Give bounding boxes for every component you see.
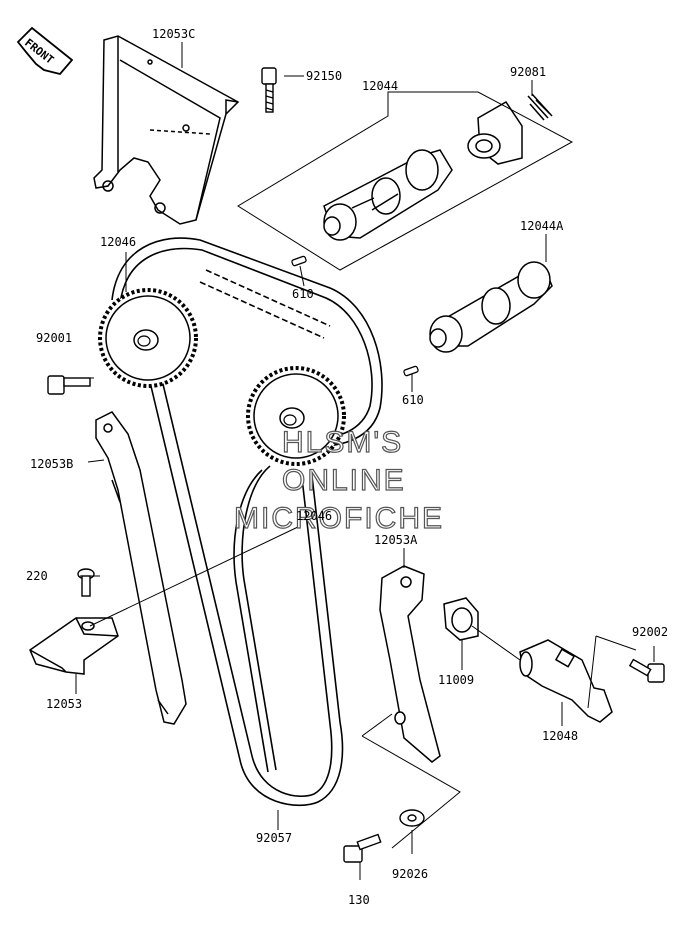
gasket-11009 — [443, 597, 479, 641]
leader-lines — [75, 42, 655, 880]
part-labels: 12053C 92150 12044 92081 12046 12044A 92… — [26, 27, 668, 907]
bolt-92001-icon — [47, 375, 91, 395]
bracket-12053c — [93, 35, 240, 225]
watermark: HLSM'S ONLINE MICROFICHE — [233, 425, 444, 535]
label-12046-upper: 12046 — [100, 235, 136, 249]
washer-92026-icon — [399, 809, 425, 827]
label-12044: 12044 — [362, 79, 398, 93]
label-12053: 12053 — [46, 697, 82, 711]
label-92081: 92081 — [510, 65, 546, 79]
chain-guide-12053 — [29, 617, 119, 675]
watermark-line-2: ONLINE — [282, 464, 406, 497]
label-12053a: 12053A — [374, 533, 418, 547]
label-12044a: 12044A — [520, 219, 564, 233]
label-92002: 92002 — [632, 625, 668, 639]
label-610-upper: 610 — [292, 287, 314, 301]
watermark-line-3: MICROFICHE — [234, 502, 444, 535]
tensioner-12048 — [519, 639, 613, 723]
label-12048: 12048 — [542, 729, 578, 743]
bolt-92002-icon — [628, 658, 665, 683]
label-12053b: 12053B — [30, 457, 73, 471]
sprocket-12046-upper — [98, 288, 198, 388]
chain-guide-12053b — [95, 411, 187, 725]
screw-220-icon — [77, 568, 95, 597]
label-130: 130 — [348, 893, 370, 907]
watermark-line-1: HLSM'S — [282, 426, 403, 459]
decompressor-92081 — [467, 93, 553, 165]
label-92001: 92001 — [36, 331, 72, 345]
dowel-pin-610-icon — [291, 255, 419, 377]
bolt-130-icon — [343, 833, 382, 863]
sprocket-12046-lower — [246, 366, 346, 466]
camshaft-12044 — [323, 149, 453, 241]
label-12053c: 12053C — [152, 27, 195, 41]
camshaft-12044a — [429, 261, 553, 353]
cam-chain-92057 — [111, 237, 383, 807]
label-610-lower: 610 — [402, 393, 424, 407]
label-92150: 92150 — [306, 69, 342, 83]
label-12046-lower: 12046 — [296, 509, 332, 523]
label-220: 220 — [26, 569, 48, 583]
label-11009: 11009 — [438, 673, 474, 687]
front-arrow-icon: FRONT — [16, 26, 74, 76]
label-92026: 92026 — [392, 867, 428, 881]
bolt-92150-icon — [261, 67, 277, 113]
chain-guide-12053a — [379, 565, 441, 763]
label-92057: 92057 — [256, 831, 292, 845]
